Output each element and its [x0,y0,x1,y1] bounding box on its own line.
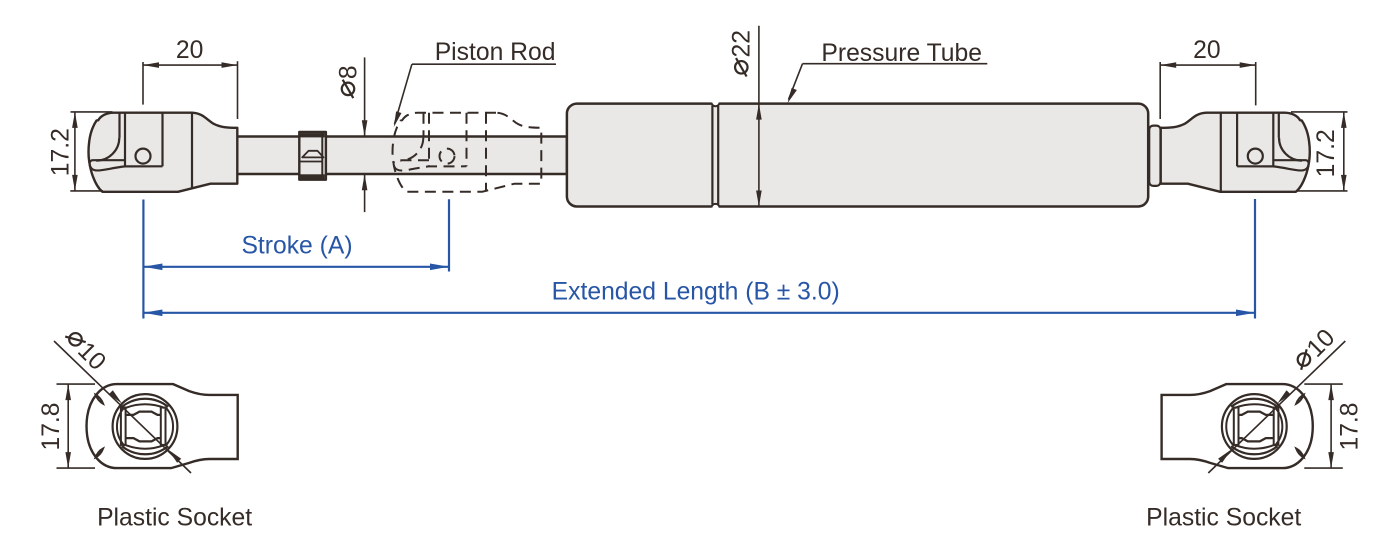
svg-text:Piston Rod: Piston Rod [435,39,556,66]
svg-text:Extended Length (B ± 3.0): Extended Length (B ± 3.0) [552,279,840,306]
svg-text:8: 8 [335,65,362,79]
svg-text:17.8: 17.8 [1336,402,1363,450]
svg-text:20: 20 [1193,37,1220,64]
svg-text:Stroke (A): Stroke (A) [241,233,352,260]
svg-text:20: 20 [176,37,203,64]
svg-text:17.8: 17.8 [38,402,65,450]
svg-text:Pressure Tube: Pressure Tube [821,40,982,67]
svg-text:22: 22 [729,30,756,57]
svg-text:Plastic Socket: Plastic Socket [97,505,252,532]
svg-text:Plastic Socket: Plastic Socket [1146,505,1301,532]
svg-text:17.2: 17.2 [1313,129,1340,177]
svg-text:17.2: 17.2 [47,128,74,176]
